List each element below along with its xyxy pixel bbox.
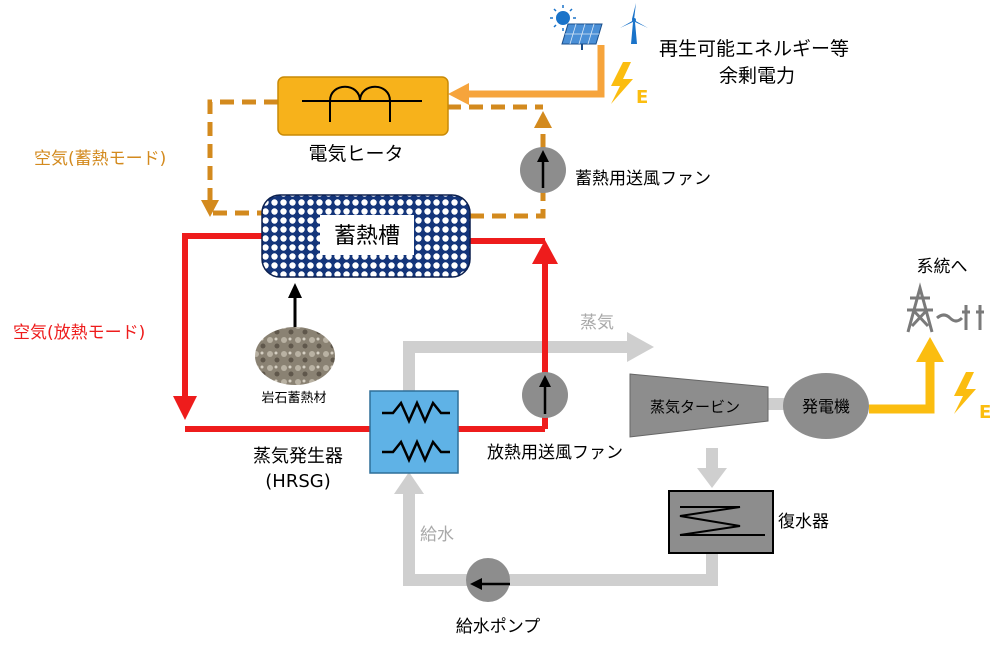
power-symbol-renewable: E xyxy=(636,87,648,108)
steam-label: 蒸気 xyxy=(580,313,614,333)
steam-turbine xyxy=(629,373,769,438)
charge-air-right-line xyxy=(470,192,546,219)
feedwater-arrowhead xyxy=(394,472,424,494)
feed-pump xyxy=(466,558,510,602)
discharge-fan-label: 放熱用送風ファン xyxy=(487,443,623,463)
discharge-air-down-arrowhead xyxy=(173,396,197,420)
electric-heater-body xyxy=(277,76,449,136)
renewable-power-line xyxy=(465,45,605,98)
hrsg-label-line2: (HRSG) xyxy=(265,471,330,492)
solar-panel-icon xyxy=(561,23,603,50)
storage-tank-label: 蓄熱槽 xyxy=(334,224,400,249)
generator xyxy=(783,373,869,439)
discharge-air-left-line xyxy=(182,233,262,398)
steam-turbine-label: 蒸気タービン xyxy=(650,398,740,416)
air-discharge-mode-label: 空気(放熱モード) xyxy=(13,323,145,343)
electric-heater xyxy=(277,76,449,136)
generator-label: 発電機 xyxy=(802,397,850,416)
condenser-arrowhead xyxy=(697,468,727,488)
hrsg-coil-icon xyxy=(382,399,450,464)
condenser-label: 復水器 xyxy=(778,512,829,532)
electric-heater-label: 電気ヒータ xyxy=(308,143,403,165)
heater-coil-icon xyxy=(302,85,422,122)
lightning-icon-renewable: E xyxy=(611,62,648,108)
air-charge-mode-label: 空気(蓄熱モード) xyxy=(34,149,166,169)
feedwater-return-line xyxy=(403,492,718,586)
steam-line xyxy=(403,341,632,392)
transmission-tower-icon xyxy=(906,282,984,333)
feed-pump-arrowhead xyxy=(470,578,482,590)
discharge-air-up-arrowhead xyxy=(532,240,558,264)
grid-label: 系統へ xyxy=(917,257,968,277)
renewable-label-line1: 再生可能エネルギー等 xyxy=(659,38,849,60)
power-symbol-output: E xyxy=(979,402,991,423)
renewable-label-line2: 余剰電力 xyxy=(719,65,795,87)
charge-fan-arrowhead xyxy=(537,150,549,162)
power-output-line xyxy=(869,360,935,414)
charge-fan-label: 蓄熱用送風ファン xyxy=(575,169,711,189)
discharge-fan-arrowhead xyxy=(539,375,551,387)
steam-arrowhead xyxy=(627,332,654,362)
wind-turbine-icon xyxy=(620,3,648,44)
steam-water-loop xyxy=(403,341,787,586)
rock-to-tank-arrowhead xyxy=(288,283,302,298)
hrsg-label-line1: 蒸気発生器 xyxy=(253,446,343,467)
charge-air-up-arrowhead xyxy=(534,111,552,128)
feed-pump-label: 給水ポンプ xyxy=(456,617,541,637)
rock-material-label: 岩石蓄熱材 xyxy=(261,391,326,406)
condenser-coil-icon xyxy=(679,506,765,536)
hrsg-body xyxy=(369,390,459,474)
charge-air-left-line xyxy=(207,99,278,210)
power-output-arrowhead xyxy=(916,337,944,362)
charge-air-down-arrowhead xyxy=(201,200,219,217)
storage-tank-label-box xyxy=(320,215,414,255)
renewable-power-arrowhead xyxy=(448,83,469,105)
feedwater-label: 給水 xyxy=(420,525,454,545)
discharge-air-loop xyxy=(182,233,548,432)
charge-air-loop xyxy=(207,99,546,219)
rock-material-image xyxy=(255,327,335,385)
lightning-icon-output: E xyxy=(954,372,991,423)
